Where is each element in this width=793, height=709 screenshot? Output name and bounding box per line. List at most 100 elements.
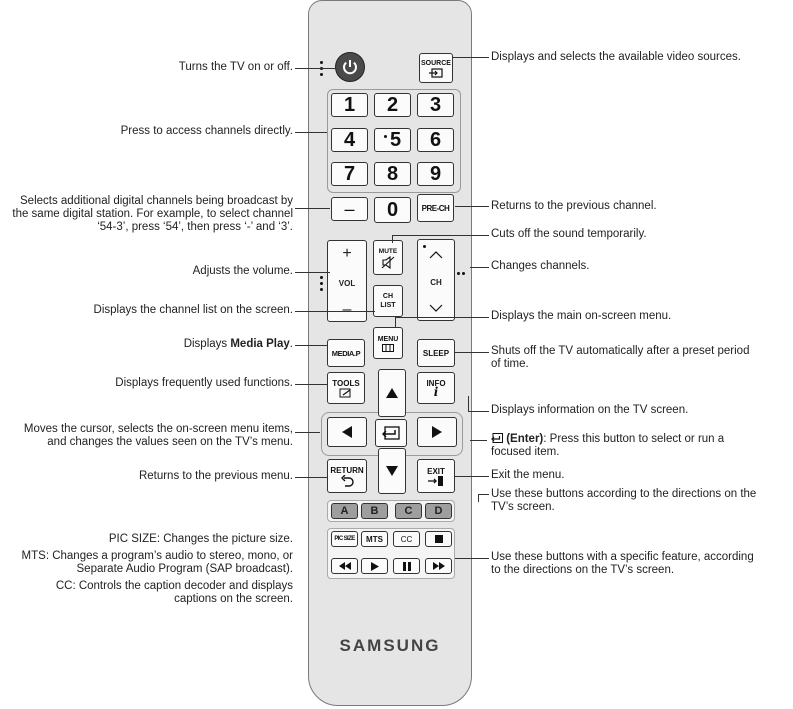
return-leader-line xyxy=(295,477,327,478)
number-0-button[interactable]: 0 xyxy=(374,197,411,223)
color-button-group xyxy=(327,500,455,522)
dash-annotation: Selects additional digital channels bein… xyxy=(12,195,293,234)
pause-button[interactable] xyxy=(393,558,420,574)
menu-leader-line xyxy=(395,317,489,318)
ch-indicator-dot xyxy=(423,245,426,248)
volume-up[interactable]: + xyxy=(342,245,352,262)
volume-marker-dot xyxy=(320,288,323,291)
tools-leader-line xyxy=(295,384,327,385)
chlist-annotation: Displays the channel list on the screen. xyxy=(93,304,293,316)
media-annotation-line: Use these buttons with a specific featur… xyxy=(491,551,754,563)
mute-annotation: Cuts off the sound temporarily. xyxy=(491,228,647,240)
number-1-button[interactable]: 1 xyxy=(331,93,368,117)
number-pad-frame xyxy=(327,89,461,193)
return-button[interactable]: RETURN xyxy=(327,459,367,493)
tools-icon xyxy=(339,388,353,398)
play-icon xyxy=(370,561,379,571)
volume-rocker[interactable]: + VOL – xyxy=(327,240,367,322)
right-button[interactable] xyxy=(417,417,457,447)
number-5-label: 5 xyxy=(389,128,402,151)
stop-button[interactable] xyxy=(425,531,452,547)
enter-annotation-line: focused item. xyxy=(491,446,560,458)
exit-button[interactable]: EXIT xyxy=(417,459,455,493)
color-c-button[interactable]: C xyxy=(395,503,422,519)
prech-button[interactable]: PRE-CH xyxy=(417,194,454,222)
channel-down[interactable] xyxy=(418,302,454,314)
tactile-dot xyxy=(383,134,387,138)
down-button[interactable] xyxy=(378,448,406,494)
cc-annotation: CC: Controls the caption decoder and dis… xyxy=(56,580,293,606)
mute-label: MUTE xyxy=(378,247,398,255)
exit-icon xyxy=(428,475,444,486)
info-button[interactable]: INFO i xyxy=(417,372,455,404)
sleep-button[interactable]: SLEEP xyxy=(417,339,455,367)
mediap-annotation-bold: Media Play xyxy=(230,338,290,350)
up-button[interactable] xyxy=(378,369,406,417)
power-button[interactable] xyxy=(335,52,365,82)
mts-button[interactable]: MTS xyxy=(361,531,388,547)
cursor-annotation-line: and changes the values seen on the TV’s … xyxy=(47,436,293,448)
info-annotation: Displays information on the TV screen. xyxy=(491,404,689,416)
color-d-button[interactable]: D xyxy=(425,503,452,519)
left-button[interactable] xyxy=(327,417,367,447)
dash-button[interactable]: – xyxy=(331,197,368,221)
mts-annotation: MTS: Changes a program’s audio to stereo… xyxy=(22,550,293,576)
chlist-leader-line xyxy=(295,311,375,312)
power-marker-dot xyxy=(320,73,323,76)
source-button[interactable]: SOURCE xyxy=(419,53,453,83)
dash-annotation-line: ‘54-3’, press ‘54’, then press ‘-’ and ‘… xyxy=(97,221,293,233)
channel-list-button[interactable]: CH LIST xyxy=(373,285,403,317)
picsize-button[interactable]: PIC SIZE xyxy=(331,531,358,547)
input-icon xyxy=(429,67,443,78)
prech-leader-line xyxy=(455,206,489,207)
volume-annotation: Adjusts the volume. xyxy=(192,265,293,277)
media-play-button[interactable]: MEDIA.P xyxy=(327,339,365,367)
fast-forward-icon xyxy=(432,562,445,570)
number-4-button[interactable]: 4 xyxy=(331,128,368,152)
menu-leader-vertical xyxy=(395,317,396,327)
fast-forward-button[interactable] xyxy=(425,558,452,574)
color-leader-line xyxy=(478,494,489,495)
enter-annotation-text: : Press this button to select or run a xyxy=(543,433,725,445)
power-leader-line xyxy=(295,68,335,69)
info-leader-line xyxy=(468,411,489,412)
menu-button[interactable]: MENU xyxy=(373,327,403,359)
number-8-button[interactable]: 8 xyxy=(374,162,411,186)
color-annotation-line: Use these buttons according to the direc… xyxy=(491,488,757,500)
color-leader-vertical xyxy=(478,494,479,502)
color-buttons-annotation: Use these buttons according to the direc… xyxy=(491,488,756,514)
number-9-button[interactable]: 9 xyxy=(417,162,454,186)
cc-annotation-line: captions on the screen. xyxy=(174,593,293,605)
number-5-button[interactable]: 5 xyxy=(374,128,411,152)
media-buttons-annotation: Use these buttons with a specific featur… xyxy=(491,551,754,577)
power-icon xyxy=(341,58,359,76)
picsize-annotation-bold: PIC SIZE xyxy=(108,533,157,545)
number-3-button[interactable]: 3 xyxy=(417,93,454,117)
play-button[interactable] xyxy=(361,558,388,574)
rewind-button[interactable] xyxy=(331,558,358,574)
dash-annotation-line: Selects additional digital channels bein… xyxy=(20,195,293,207)
cc-button[interactable]: CC xyxy=(393,531,420,547)
number-6-button[interactable]: 6 xyxy=(417,128,454,152)
tools-button[interactable]: TOOLS xyxy=(327,372,365,404)
color-b-button[interactable]: B xyxy=(361,503,388,519)
arrow-up-icon xyxy=(386,388,398,398)
number-7-button[interactable]: 7 xyxy=(331,162,368,186)
cc-annotation-bold: CC xyxy=(55,580,73,592)
mute-leader-vertical xyxy=(392,235,393,243)
color-a-button[interactable]: A xyxy=(331,503,358,519)
number-2-button[interactable]: 2 xyxy=(374,93,411,117)
channel-rocker[interactable]: CH xyxy=(417,239,455,321)
source-label: SOURCE xyxy=(421,59,451,67)
channel-up[interactable] xyxy=(418,248,454,260)
volume-down[interactable]: – xyxy=(342,301,352,318)
numbers-annotation: Press to access channels directly. xyxy=(120,125,293,137)
prech-annotation: Returns to the previous channel. xyxy=(491,200,657,212)
media-annotation-line: to the directions on the TV’s screen. xyxy=(491,564,675,576)
enter-button[interactable] xyxy=(375,419,407,447)
color-annotation-line: TV’s screen. xyxy=(491,501,555,513)
channel-marker-dot xyxy=(457,272,460,275)
mute-button[interactable]: MUTE xyxy=(373,240,403,275)
enter-leader-line xyxy=(470,440,487,441)
rewind-icon xyxy=(338,562,351,570)
